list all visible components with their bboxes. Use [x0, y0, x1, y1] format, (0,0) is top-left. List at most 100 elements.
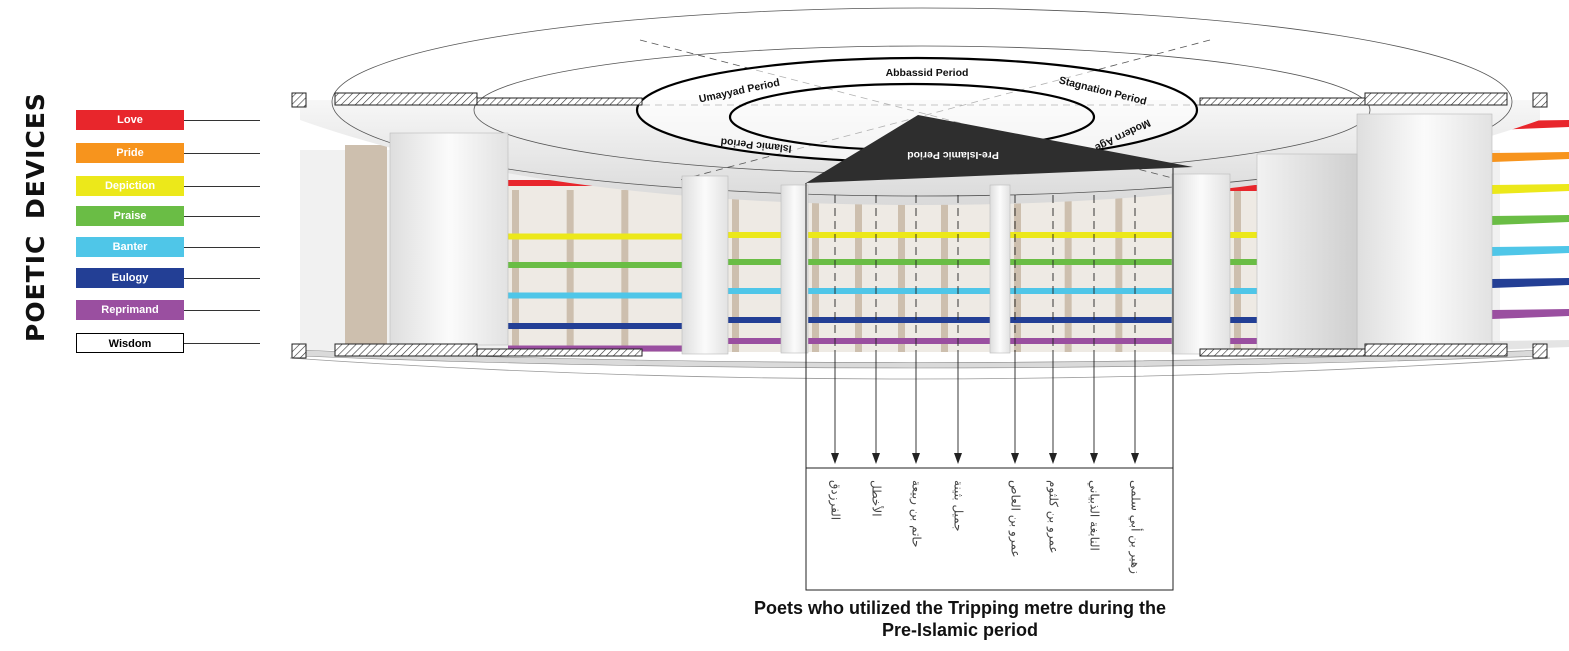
shelf-band	[1010, 259, 1172, 265]
shelf-right-6	[1492, 309, 1569, 319]
poet-arrowhead	[954, 453, 962, 464]
shelf-band	[808, 288, 990, 294]
poet-arrowhead	[1131, 453, 1139, 464]
shelf-upright-left	[345, 145, 367, 345]
pillar-mid-left	[681, 175, 729, 355]
shelf-band	[508, 262, 682, 268]
beam-bottom-left-small	[291, 343, 307, 359]
shelf-band	[1230, 232, 1257, 238]
poet-name: الفرزدق	[828, 480, 843, 520]
shelves-group	[345, 120, 1569, 352]
poet-name: جميل بثينة	[952, 480, 966, 532]
pillar-left	[389, 132, 509, 346]
shelf-band	[728, 232, 781, 238]
poet-name: النابغة الذبياني	[1088, 480, 1102, 551]
poets-box	[805, 467, 1174, 591]
shelf-bay-3	[1010, 186, 1172, 352]
shelf-band	[1010, 288, 1172, 294]
shelf-band	[808, 317, 990, 323]
caption-line-1: Poets who utilized the Tripping metre du…	[753, 598, 1166, 618]
pillar-center-left	[780, 184, 809, 354]
beam-top-left-small	[291, 92, 307, 108]
shelf-band	[1010, 338, 1172, 344]
legend-line-pride	[184, 153, 260, 154]
shelf-upright	[1064, 190, 1072, 352]
legend-line-wisdom	[184, 343, 260, 344]
legend-line-banter	[184, 247, 260, 248]
beam-bottom-left-thin	[476, 348, 643, 357]
beam-top-right-thin	[1199, 97, 1366, 106]
ceiling-outer-ellipse	[331, 7, 1513, 197]
poet-name: عمرو بن العاص	[1008, 480, 1023, 558]
poet-arrowhead	[831, 453, 839, 464]
shelf-right-2	[1492, 184, 1569, 194]
shelf-band	[1230, 338, 1257, 344]
shelf-upright-left	[365, 145, 387, 345]
label-abbassid-period: Abbassid Period	[886, 67, 969, 79]
label-pre-islamic-period: Pre-Islamic Period	[907, 149, 999, 161]
figure-caption: Poets who utilized the Tripping metre du…	[700, 597, 1220, 641]
legend-item-reprimand: Reprimand	[76, 300, 184, 320]
legend-line-reprimand	[184, 310, 260, 311]
beam-top-left	[334, 92, 478, 106]
poet-names-group: الفرزدق الأخطل حاتم بن ربيعة جميل بثينة عمرو…	[828, 480, 1144, 574]
shelf-band	[508, 323, 682, 329]
shelf-upright	[1115, 190, 1123, 352]
beam-bottom-right-small	[1532, 343, 1548, 359]
pillar-center	[989, 184, 1011, 354]
shelf-upright	[898, 190, 905, 352]
legend-line-praise	[184, 216, 260, 217]
legend-item-praise: Praise	[76, 206, 184, 226]
poet-arrowhead	[1090, 453, 1098, 464]
shelf-band	[1230, 317, 1257, 323]
beam-bottom-right-thin	[1199, 348, 1366, 357]
poet-name: زهير بن أبي سلمى	[1128, 480, 1144, 574]
caption-line-2: Pre-Islamic period	[881, 620, 1039, 640]
beam-top-left-thin	[476, 97, 643, 106]
pillar-right-inner	[1256, 153, 1358, 353]
shelf-upright	[512, 190, 519, 352]
shelf-right-3	[1492, 215, 1569, 225]
poet-arrowhead	[1011, 453, 1019, 464]
shelf-band	[728, 317, 781, 323]
shelf-upright	[732, 190, 739, 352]
shelf-right-4	[1492, 246, 1569, 256]
poet-arrowhead	[1049, 453, 1057, 464]
shelf-right-5	[1492, 278, 1569, 288]
shelf-upright	[621, 190, 629, 352]
poet-arrowhead	[872, 453, 880, 464]
shelf-upright	[1234, 190, 1241, 352]
beam-bottom-right	[1364, 343, 1508, 357]
shelf-band	[1230, 259, 1257, 265]
shelf-band	[808, 259, 990, 265]
shelf-band	[808, 338, 990, 344]
shelf-upright	[1014, 190, 1021, 352]
legend-item-depiction: Depiction	[76, 176, 184, 196]
legend-item-wisdom: Wisdom	[76, 333, 184, 353]
shelf-right-7	[1492, 340, 1569, 350]
sector-line-2	[679, 39, 1211, 181]
shelf-band	[808, 232, 990, 238]
legend-item-banter: Banter	[76, 237, 184, 257]
poet-name: حاتم بن ربيعة	[909, 480, 924, 547]
poet-name: عمرو بن كلثوم	[1046, 480, 1061, 554]
legend-line-eulogy	[184, 278, 260, 279]
shelf-band	[728, 338, 781, 344]
shelf-upright	[812, 190, 819, 352]
shelf-upright	[941, 190, 948, 352]
legend-item-love: Love	[76, 110, 184, 130]
shelf-upright	[855, 190, 862, 352]
shelf-band	[1010, 232, 1172, 238]
legend-line-depiction	[184, 186, 260, 187]
legend-item-pride: Pride	[76, 143, 184, 163]
poet-name: الأخطل	[870, 480, 885, 517]
shelf-right-1	[1492, 152, 1569, 162]
beam-bottom-left	[334, 343, 478, 357]
shelf-upright	[566, 190, 574, 352]
shelf-band	[1010, 317, 1172, 323]
pre-islamic-sector	[806, 115, 1193, 183]
pillar-right	[1356, 113, 1493, 355]
shelf-band	[508, 233, 682, 240]
shelf-band	[728, 288, 781, 294]
